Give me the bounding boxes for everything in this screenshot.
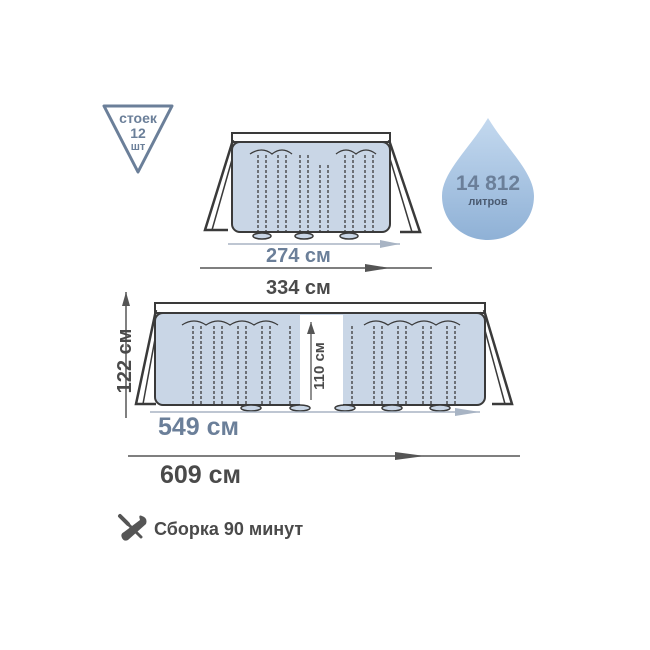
badge-line1: стоек bbox=[119, 110, 157, 126]
large-pool-inner-height: 110 см bbox=[311, 342, 328, 390]
volume-value: 14 812 bbox=[455, 172, 521, 195]
posts-badge bbox=[102, 104, 174, 174]
volume-unit: литров bbox=[468, 196, 508, 208]
badge-line2: 12 bbox=[130, 125, 146, 141]
badge-line3: шт bbox=[130, 141, 146, 153]
large-pool-outer-height: 122 см bbox=[114, 328, 136, 394]
assembly-time: Сборка 90 минут bbox=[154, 519, 304, 539]
large-pool-inner-width: 549 см bbox=[158, 413, 240, 441]
small-pool-drawing bbox=[200, 132, 432, 272]
water-drop-icon bbox=[442, 118, 534, 240]
large-pool-outer-width: 609 см bbox=[160, 461, 242, 489]
small-pool-outer-width: 334 см bbox=[266, 277, 331, 299]
large-pool-drawing bbox=[122, 292, 520, 460]
wrench-screwdriver-icon bbox=[118, 514, 147, 541]
small-pool-inner-width: 274 см bbox=[266, 245, 331, 267]
